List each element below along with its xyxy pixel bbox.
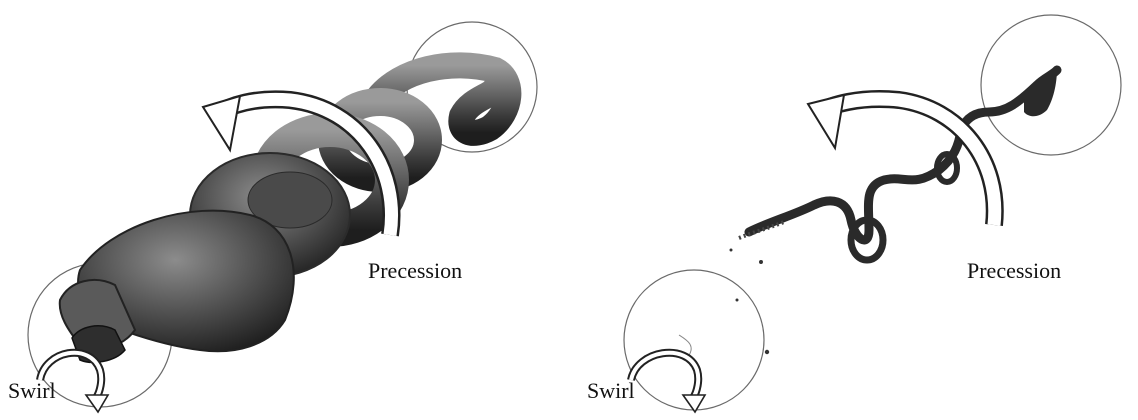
precession-label: Precession bbox=[368, 260, 462, 282]
left-panel: Precession Swirl bbox=[0, 0, 569, 420]
swirl-label: Swirl bbox=[8, 380, 56, 402]
right-panel-svg bbox=[569, 0, 1138, 420]
left-panel-svg bbox=[0, 0, 569, 420]
right-panel: Precession Swirl bbox=[569, 0, 1138, 420]
precession-label: Precession bbox=[967, 260, 1061, 282]
helical-vortex-core bbox=[60, 65, 509, 362]
swirl-label: Swirl bbox=[587, 380, 635, 402]
swirl-arrow bbox=[631, 353, 705, 412]
